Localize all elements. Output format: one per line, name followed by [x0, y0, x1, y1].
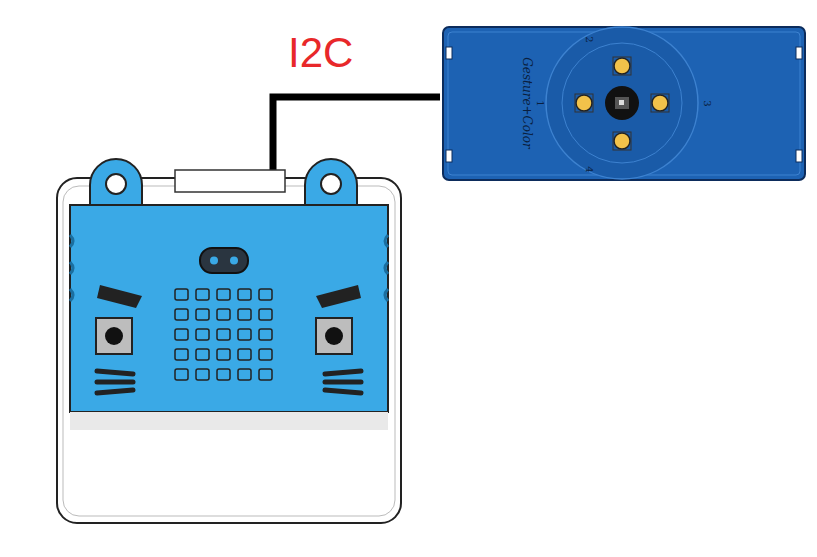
direction-number: 4 — [584, 166, 595, 172]
direction-number: 3 — [702, 100, 713, 106]
bus-label: I2C — [288, 30, 353, 76]
microbit — [57, 159, 401, 523]
direction-number: 1 — [535, 100, 546, 106]
direction-number: 2 — [584, 36, 595, 42]
module-name: Gesture+Color — [520, 57, 534, 149]
sensor-module — [443, 27, 805, 180]
sensor-board: Gesture+Color 2 1 3 4 — [443, 27, 805, 180]
i2c-wire — [273, 97, 440, 178]
